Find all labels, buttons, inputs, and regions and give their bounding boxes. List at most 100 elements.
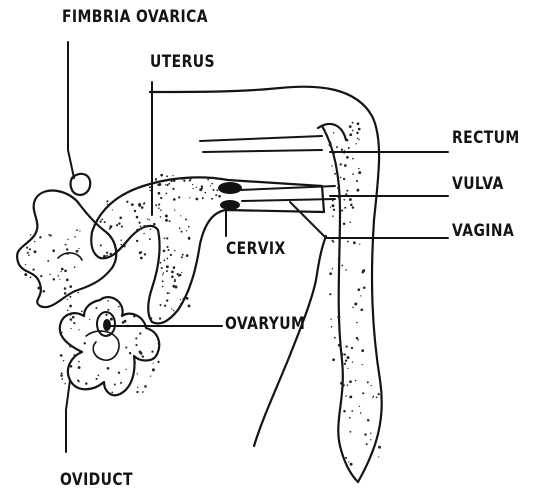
- stipple-dot: [30, 276, 32, 278]
- stipple-dot: [74, 266, 76, 268]
- stipple-dot: [190, 177, 192, 179]
- label-fimbria-ovarica: FIMBRIA OVARICA: [62, 9, 208, 26]
- stipple-dot: [345, 360, 347, 362]
- stipple-dot: [155, 180, 156, 181]
- stipple-dot: [169, 292, 170, 293]
- stipple-dot: [67, 310, 69, 312]
- stipple-dot: [349, 395, 352, 398]
- stipple-dot: [167, 246, 169, 248]
- stipple-dot: [161, 267, 163, 269]
- stipple-dot: [186, 297, 189, 300]
- stipple-dot: [363, 286, 366, 289]
- stipple-dot: [350, 431, 352, 433]
- stipple-dot: [180, 303, 181, 304]
- stipple-dot: [337, 316, 340, 319]
- stipple-dot: [111, 392, 113, 394]
- stipple-dot: [61, 332, 62, 333]
- stipple-dot: [77, 292, 79, 294]
- stipple-dot: [376, 397, 378, 399]
- stipple-dot: [212, 177, 214, 179]
- stipple-dot: [47, 260, 49, 262]
- stipple-dot: [69, 345, 72, 348]
- stipple-dot: [155, 204, 157, 206]
- stipple-dot: [216, 189, 218, 191]
- stipple-dot: [159, 251, 161, 253]
- stipple-dot: [172, 285, 175, 288]
- stipple-dot: [157, 343, 158, 344]
- stipple-dot: [104, 221, 106, 223]
- stipple-dot: [352, 158, 354, 160]
- stipple-dot: [40, 275, 42, 277]
- stipple-dot: [196, 198, 199, 201]
- stipple-dot: [129, 352, 131, 354]
- stipple-dot: [162, 286, 164, 288]
- stipple-dot: [359, 243, 360, 244]
- stipple-dot: [142, 355, 144, 357]
- stipple-dot: [336, 146, 338, 148]
- stipple-dot: [89, 319, 90, 320]
- stipple-dot: [337, 187, 338, 188]
- stipple-dot: [151, 351, 153, 353]
- stipple-dot: [333, 241, 335, 243]
- stipple-dot: [352, 173, 354, 175]
- stipple-dot: [174, 209, 175, 210]
- stipple-dot: [99, 220, 101, 222]
- stipple-dot: [341, 149, 343, 151]
- stipple-dot: [202, 197, 204, 199]
- rectum-line-a: [200, 136, 322, 141]
- tail-inner: [322, 126, 358, 482]
- stipple-dot: [213, 189, 215, 191]
- stipple-dot: [76, 229, 78, 231]
- stipple-dot: [366, 443, 368, 445]
- leader-fimbria-ovarica: [68, 42, 74, 178]
- stipple-dot: [124, 320, 127, 323]
- stipple-dot: [345, 269, 347, 271]
- stipple-dot: [78, 248, 79, 249]
- stipple-dot: [105, 314, 107, 316]
- stipple-dot: [167, 258, 169, 260]
- stipple-dot: [67, 239, 68, 240]
- stipple-dot: [346, 156, 349, 159]
- stipple-dot: [356, 322, 358, 324]
- stipple-dot: [358, 171, 361, 174]
- stipple-dot: [360, 308, 363, 311]
- stipple-dot: [352, 122, 354, 124]
- stipple-dot: [136, 240, 138, 242]
- stipple-dot: [70, 328, 71, 329]
- stipple-dot: [123, 245, 126, 248]
- stipple-dot: [210, 185, 211, 186]
- stipple-dot: [59, 279, 60, 280]
- stipple-dot: [207, 179, 209, 181]
- stipple-dot: [125, 346, 127, 348]
- stipple-dot: [66, 279, 69, 282]
- stipple-dot: [110, 318, 113, 321]
- stipple-dot: [350, 463, 353, 466]
- stipple-dot: [341, 353, 344, 356]
- stipple-dot: [81, 310, 83, 312]
- stipple-dot: [69, 296, 71, 298]
- stipple-dot: [160, 216, 162, 218]
- stipple-dot: [348, 147, 350, 149]
- stipple-dot: [106, 200, 108, 202]
- stipple-dot: [34, 250, 37, 253]
- stipple-dot: [347, 241, 349, 243]
- stipple-dot: [166, 265, 169, 268]
- stipple-dot: [67, 299, 68, 300]
- stipple-dot: [364, 433, 366, 435]
- stipple-dot: [356, 189, 359, 192]
- stipple-dot: [332, 215, 334, 217]
- stipple-dot: [343, 178, 345, 180]
- stipple-dot: [340, 163, 342, 165]
- stipple-dot: [163, 272, 164, 273]
- stipple-dot: [183, 298, 185, 300]
- stipple-dot: [166, 184, 168, 186]
- label-rectum: RECTUM: [452, 130, 520, 147]
- stipple-dot: [109, 225, 112, 228]
- stipple-dot: [171, 180, 173, 182]
- stipple-dot: [135, 337, 137, 339]
- stipple-dot: [174, 280, 176, 282]
- stipple-dot: [189, 197, 190, 198]
- stipple-dot: [139, 222, 141, 224]
- stipple-dot: [352, 206, 354, 208]
- stipple-dot: [73, 322, 75, 324]
